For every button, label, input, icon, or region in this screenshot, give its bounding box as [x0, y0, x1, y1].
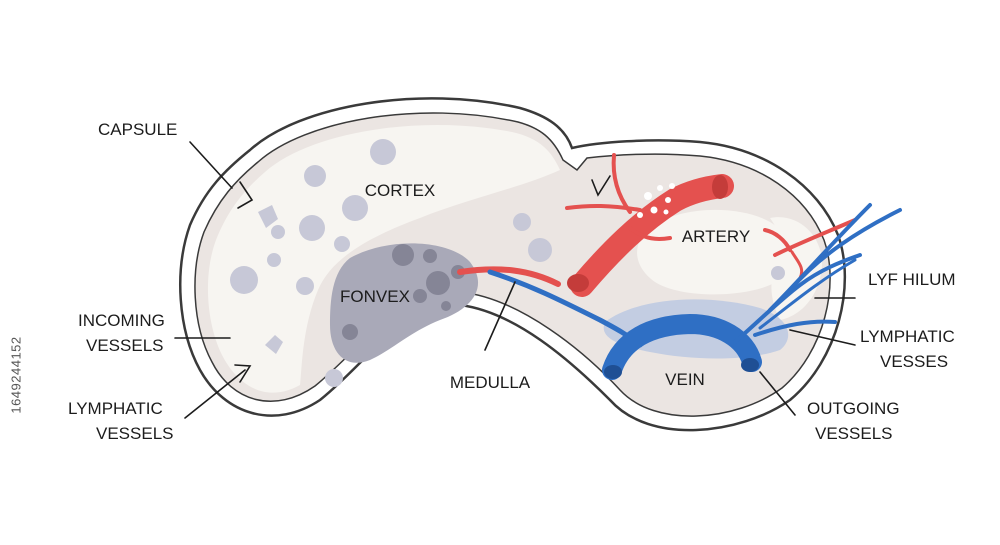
label-fonvex: FONVEX [340, 287, 410, 306]
label-capsule: CAPSULE [98, 120, 177, 139]
label-cortex: CORTEX [365, 181, 436, 200]
stock-id: 1649244152 [6, 300, 26, 450]
label-lymphatic-vessels-line2: VESSELS [96, 424, 174, 443]
label-outgoing-line1: OUTGOING [807, 399, 900, 418]
label-lymphatic-vesses-line2: VESSES [880, 352, 948, 371]
label-outgoing-line2: VESSELS [815, 424, 893, 443]
label-lymphatic-vessels-line1: LYMPHATIC [68, 399, 163, 418]
label-lyf-hilum: LYF HILUM [868, 270, 956, 289]
label-incoming-line1: INCOMING [78, 311, 165, 330]
label-lymphatic-vesses-line1: LYMPHATIC [860, 327, 955, 346]
label-artery: ARTERY [682, 227, 750, 246]
stock-id-text: 1649244152 [9, 336, 24, 413]
label-incoming-line2: VESSELS [86, 336, 164, 355]
vein-left-end [604, 365, 622, 379]
artery-base-end [567, 274, 589, 292]
label-medulla: MEDULLA [450, 373, 531, 392]
artery-cut-end [712, 175, 728, 199]
label-vein: VEIN [665, 370, 705, 389]
vein-right-end [741, 358, 759, 372]
capsule-leader [190, 142, 232, 188]
